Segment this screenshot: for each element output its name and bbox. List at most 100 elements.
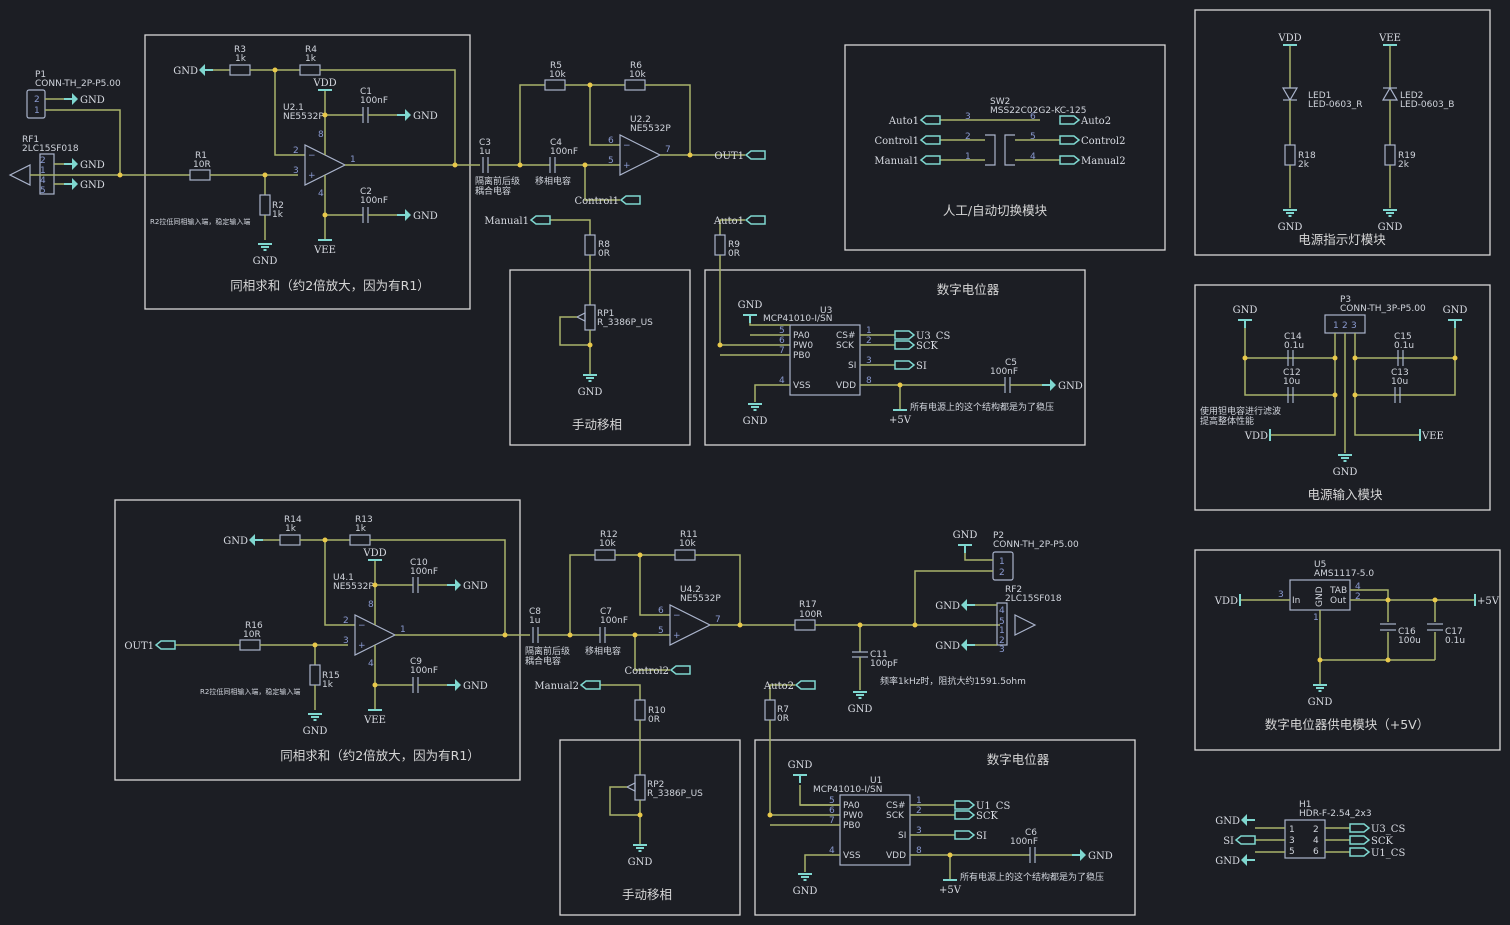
svg-text:VEE: VEE	[363, 715, 386, 726]
opamp-u2-2: −+ 657 U2.2 NE5532P	[584, 115, 745, 201]
capacitor-c14: C14 0.1u	[1284, 332, 1304, 366]
svg-text:0R: 0R	[777, 714, 789, 724]
svg-text:2LC15SF018: 2LC15SF018	[1005, 594, 1062, 604]
ldo-module-box	[1194, 549, 1501, 751]
svg-text:C1: C1	[360, 87, 372, 97]
capacitor-c16: C16 100u	[1380, 623, 1421, 646]
svg-text:3: 3	[1278, 590, 1284, 600]
svg-text:C14: C14	[1284, 332, 1302, 342]
svg-text:4: 4	[999, 606, 1005, 616]
svg-text:GND: GND	[743, 416, 768, 427]
svg-text:In: In	[1292, 596, 1300, 606]
svg-text:SCK: SCK	[886, 811, 905, 821]
svg-text:6: 6	[1030, 112, 1036, 122]
svg-text:SI: SI	[898, 831, 906, 841]
svg-text:LED2: LED2	[1400, 91, 1423, 101]
resistor-r2: R2 1k	[259, 175, 284, 240]
capacitor-c13: C13 10u	[1391, 368, 1409, 403]
potentiometer-rp2: RP2 R_3386P_US	[609, 774, 703, 845]
svg-text:100nF: 100nF	[600, 616, 628, 626]
svg-text:2: 2	[34, 95, 40, 105]
capacitor-c5: C5 100nF	[990, 358, 1050, 393]
capacitor-c10: C10 100nF	[375, 558, 455, 593]
svg-text:Manual1: Manual1	[874, 156, 919, 167]
svg-text:1: 1	[350, 155, 356, 165]
note-tantalum-b: 提高整体性能	[1200, 415, 1254, 427]
svg-text:隔离前后级: 隔离前后级	[525, 645, 570, 657]
port-auto1-pot: Auto1	[713, 215, 766, 227]
svg-text:8: 8	[866, 376, 872, 386]
port-u3cs-h1: U3_CS	[1349, 823, 1405, 835]
resistor-r5: R5 10k	[519, 61, 625, 165]
svg-text:1u: 1u	[479, 147, 490, 157]
svg-text:NE5532P: NE5532P	[630, 124, 671, 134]
svg-text:C13: C13	[1391, 368, 1409, 378]
sum2-module-box	[114, 499, 521, 781]
svg-text:10k: 10k	[549, 70, 566, 80]
svg-text:R6: R6	[630, 61, 642, 71]
manual1-title: 手动移相	[572, 417, 622, 432]
resistor-r8: R8 0R	[550, 219, 610, 305]
svg-text:MCP41010-I/SN: MCP41010-I/SN	[813, 785, 883, 795]
svg-text:SI: SI	[848, 361, 856, 371]
svg-text:Manual2: Manual2	[534, 681, 579, 692]
svg-text:VEE: VEE	[1378, 33, 1401, 44]
vdd-u21: VDD	[312, 78, 337, 91]
gnd-c10: GND	[447, 579, 488, 592]
port-si-u1: SI	[954, 830, 987, 842]
svg-text:U3: U3	[820, 306, 832, 316]
svg-text:−: −	[308, 151, 316, 161]
svg-text:+5V: +5V	[889, 415, 912, 426]
svg-text:移相电容: 移相电容	[535, 175, 571, 187]
manual1-module-box	[509, 269, 691, 446]
svg-text:GND: GND	[80, 95, 105, 106]
svg-text:5: 5	[1030, 132, 1036, 142]
capacitor-c11: C11 100pF	[852, 625, 898, 690]
resistor-r10: R10 0R	[600, 684, 666, 775]
gnd-c9: GND	[447, 679, 488, 692]
svg-text:R19: R19	[1398, 151, 1416, 161]
port-control1-sw: Control1	[875, 135, 941, 147]
svg-text:5: 5	[658, 626, 664, 636]
svg-text:GND: GND	[80, 180, 105, 191]
header-h1: H1 HDR-F-2.54_2x3 135 246	[1255, 800, 1372, 859]
svg-text:R2: R2	[272, 201, 284, 211]
port-sck-u3: SCK	[894, 340, 939, 352]
gnd-rp2: GND	[628, 844, 652, 868]
svg-text:GND: GND	[303, 726, 328, 737]
pot2-title: 数字电位器	[987, 752, 1050, 767]
svg-text:4: 4	[1355, 582, 1361, 592]
svg-text:GND: GND	[788, 760, 813, 771]
svg-text:4: 4	[1313, 836, 1319, 846]
resistor-r15: R15 1k	[309, 645, 340, 710]
capacitor-c6: C6 100nF	[1010, 828, 1080, 863]
vee-led: VEE	[1378, 33, 1401, 46]
port-manual1-pot: Manual1	[484, 215, 551, 227]
svg-text:6: 6	[1313, 847, 1319, 857]
svg-text:2: 2	[866, 336, 872, 346]
svg-text:0.1u: 0.1u	[1284, 341, 1304, 351]
vdd-ldo: VDD	[1214, 594, 1241, 607]
svg-text:1k: 1k	[322, 680, 334, 690]
svg-text:100nF: 100nF	[410, 666, 438, 676]
svg-text:VDD: VDD	[312, 78, 336, 89]
svg-text:P3: P3	[1340, 295, 1351, 305]
svg-text:10u: 10u	[1391, 377, 1408, 387]
svg-text:3: 3	[1289, 836, 1295, 846]
net-labels-layer: GNDGNDGNDGNDGNDGNDGNDVDDVEEOUT1Control1M…	[64, 33, 1500, 897]
svg-text:CONN-TH_3P-P5.00: CONN-TH_3P-P5.00	[1340, 304, 1426, 314]
svg-text:R16: R16	[245, 621, 263, 631]
svg-text:100nF: 100nF	[360, 196, 388, 206]
potentiometer-rp1: RP1 R_3386P_US	[559, 304, 653, 375]
port-u1cs: U1_CS	[954, 800, 1010, 812]
svg-text:耦合电容: 耦合电容	[475, 185, 511, 197]
port-sck-u1: SCK	[954, 810, 999, 822]
resistor-r3: R3 1k	[205, 45, 300, 76]
svg-text:5: 5	[1289, 847, 1295, 857]
capacitor-c8: C8 1u 隔离前后级 耦合电容	[525, 607, 600, 667]
svg-text:VSS: VSS	[793, 381, 811, 391]
svg-text:VDD: VDD	[836, 381, 856, 391]
port-control2: Control2	[625, 665, 691, 677]
svg-text:R13: R13	[355, 515, 373, 525]
